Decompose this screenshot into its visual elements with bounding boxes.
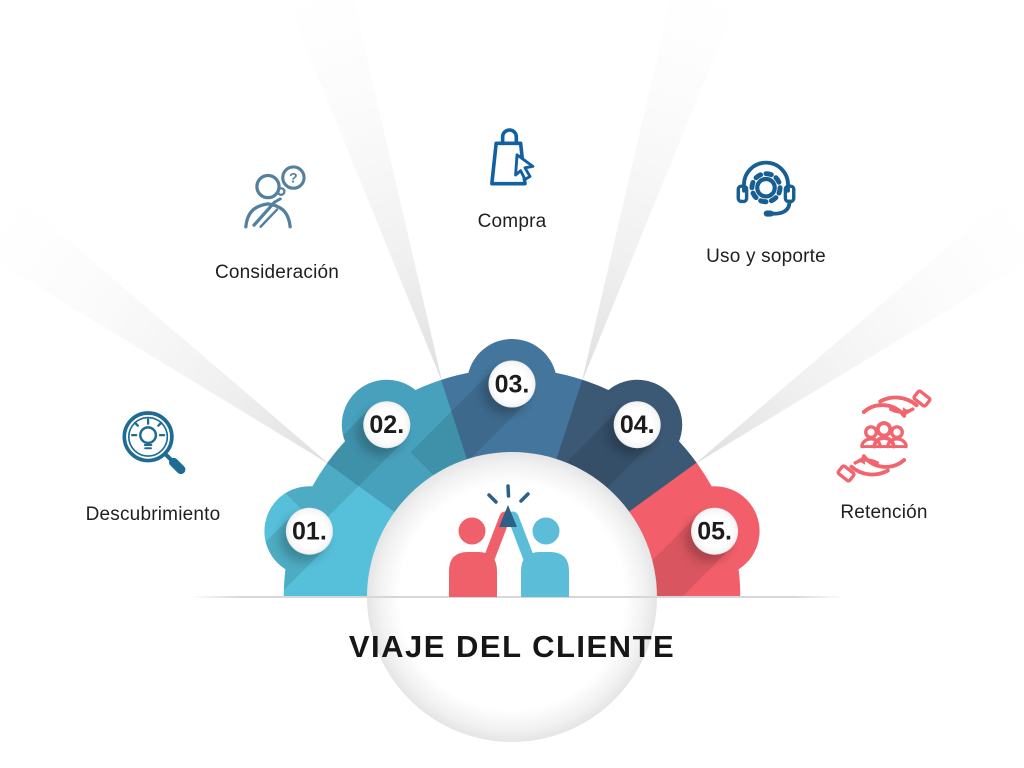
stage-consideracion: ? Consideración — [189, 162, 365, 284]
light-ray — [581, 0, 738, 383]
svg-text:?: ? — [289, 170, 298, 186]
person-left — [449, 511, 511, 597]
stage-uso-y-soporte: Uso y soporte — [688, 152, 844, 268]
step-number: 02. — [369, 411, 404, 439]
stage-compra: Compra — [437, 121, 587, 233]
stage-label: Uso y soporte — [706, 246, 826, 267]
stage-label: Descubrimiento — [85, 504, 221, 525]
step-circle-02: 02. — [363, 401, 411, 449]
light-ray — [286, 0, 443, 383]
stage-label: Retención — [840, 502, 928, 523]
step-circles: 01. 02. 03. 04. 05. — [285, 360, 739, 555]
stage-label: Compra — [477, 211, 547, 232]
thinking-person-icon: ? — [236, 162, 318, 244]
stage-label: Consideración — [214, 262, 340, 283]
stage-descubrimiento: Descubrimiento — [64, 404, 242, 526]
step-circle-05: 05. — [691, 507, 739, 555]
step-number: 04. — [620, 411, 655, 439]
magnifier-lightbulb-icon — [112, 404, 194, 486]
light-ray — [0, 194, 330, 465]
hands-people-cycle-icon — [836, 388, 932, 484]
infographic-title: VIAJE DEL CLIENTE — [348, 629, 676, 664]
shopping-bag-cursor-icon — [476, 121, 548, 193]
step-number: 05. — [697, 518, 732, 546]
high-five-figures — [449, 484, 569, 597]
light-ray — [694, 194, 1024, 465]
headset-gear-icon — [728, 152, 804, 228]
light-rays — [0, 0, 1024, 465]
step-circle-03: 03. — [488, 360, 536, 408]
stage-retencion: Retención — [808, 388, 960, 524]
step-circle-01: 01. — [285, 507, 333, 555]
step-circle-04: 04. — [613, 401, 661, 449]
step-number: 01. — [292, 518, 327, 546]
step-number: 03. — [495, 371, 530, 399]
high-five-spark-icon — [487, 484, 530, 527]
